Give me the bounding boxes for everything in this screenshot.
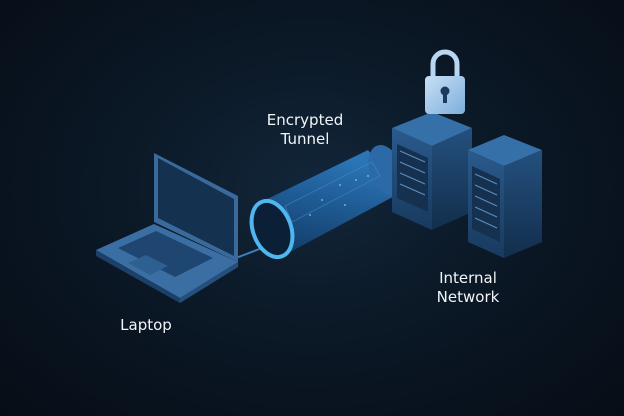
server-icon — [468, 135, 542, 258]
lock-icon — [425, 49, 465, 114]
tunnel-label-line2: Tunnel — [280, 130, 330, 148]
server-icon — [392, 112, 472, 230]
tunnel-label: Encrypted Tunnel — [267, 111, 343, 149]
laptop-icon — [96, 153, 238, 303]
network-label-line1: Internal — [439, 269, 497, 287]
tunnel-label-line1: Encrypted — [266, 111, 344, 129]
tunnel-icon — [249, 144, 404, 260]
network-label: Internal Network — [437, 269, 500, 307]
cable — [235, 247, 263, 259]
laptop-label: Laptop — [120, 316, 172, 334]
network-label-line2: Network — [436, 288, 500, 306]
